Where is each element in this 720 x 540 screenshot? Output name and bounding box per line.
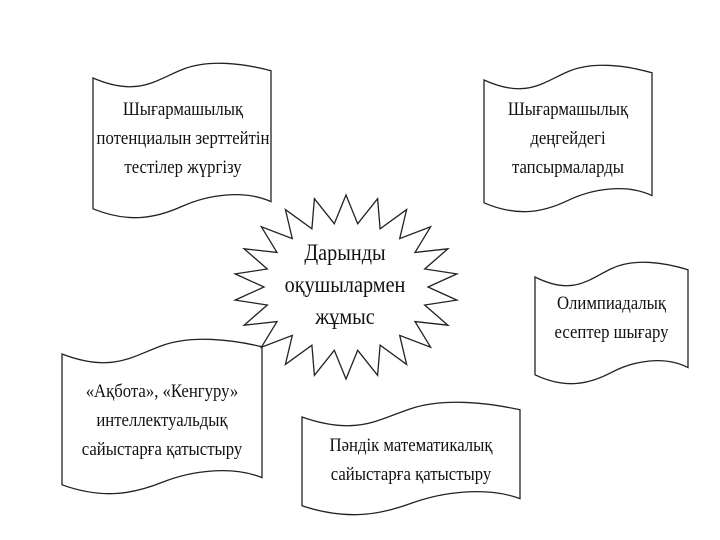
scroll-label-akbota-kenguru: «Ақбота», «Кенгуру» интеллектуальдық сай… xyxy=(74,370,250,470)
label-line: тапсырмаларды xyxy=(511,156,625,178)
label-line: Шығармашылық xyxy=(122,98,244,120)
scroll-shape-creative-tests xyxy=(92,62,272,219)
scroll-shape-olympiad xyxy=(534,261,689,385)
label-line: тестілер жүргізу xyxy=(124,156,242,178)
center-line: оқушылармен xyxy=(284,272,406,297)
label-line: Шығармашылық xyxy=(507,98,629,120)
label-line: деңгейдегі xyxy=(530,127,606,149)
scroll-shape-subject-math xyxy=(301,401,521,516)
label-line: сайыстарға қатыстыру xyxy=(330,464,492,485)
scroll-label-subject-math: Пәндік математикалық сайыстарға қатыстыр… xyxy=(315,425,507,495)
scroll-label-olympiad: Олимпиадалық есептер шығару xyxy=(544,283,679,353)
label-line: Олимпиадалық xyxy=(556,293,667,314)
scroll-label-creative-tests: Шығармашылық потенциалын зерттейтін тест… xyxy=(97,88,270,188)
center-label: Дарынды оқушылармен жұмыс xyxy=(261,235,428,335)
scroll-label-creative-tasks: Шығармашылық деңгейдегі тапсырмаларды xyxy=(494,88,642,188)
label-line: есептер шығару xyxy=(554,322,669,343)
scroll-shape-akbota-kenguru xyxy=(61,338,263,495)
scroll-shape-creative-tasks xyxy=(483,64,653,213)
label-line: «Ақбота», «Кенгуру» xyxy=(85,380,239,402)
label-line: Пәндік математикалық xyxy=(329,435,493,456)
starburst-shape xyxy=(232,193,460,381)
label-line: сайыстарға қатыстыру xyxy=(81,438,243,460)
center-line: Дарынды xyxy=(304,240,386,265)
center-line: жұмыс xyxy=(315,304,375,329)
label-line: потенциалын зерттейтін xyxy=(96,127,270,149)
label-line: интеллектуальдық xyxy=(96,409,228,431)
